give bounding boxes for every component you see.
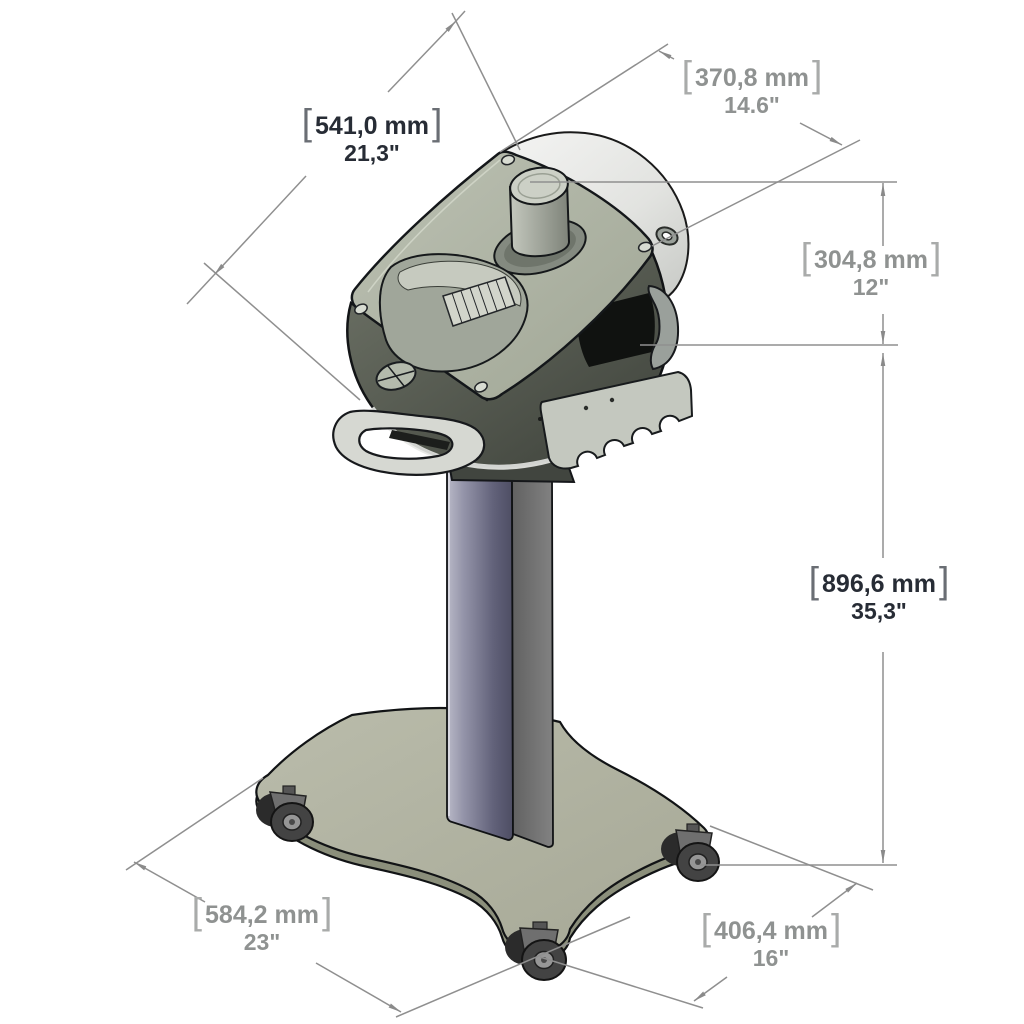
bracket-close: ] — [321, 891, 333, 932]
dim-head-height-lines — [530, 181, 898, 346]
dim-mm-value: 406,4 mm — [714, 916, 828, 945]
dim-stand-height-lines — [700, 353, 897, 866]
column-front-face — [446, 467, 514, 841]
dim-mm-value: 896,6 mm — [822, 569, 936, 598]
dim-label-device-depth: [370,8 mm] 14.6" — [681, 54, 823, 118]
bracket-open: [ — [808, 560, 820, 601]
bracket-close: ] — [930, 236, 942, 277]
bracket-open: [ — [700, 907, 712, 948]
rotary-knob — [493, 166, 587, 276]
panel-screws — [354, 154, 653, 393]
accessory-tray — [539, 370, 694, 470]
dim-inch-value: 12" — [852, 273, 890, 300]
dim-mm-value: 541,0 mm — [315, 111, 429, 140]
dim-label-base-depth: [406,4 mm] 16" — [700, 907, 842, 971]
bracket-close: ] — [811, 54, 823, 95]
display-strip — [442, 276, 516, 327]
side-bumper-frame — [647, 284, 680, 371]
dim-base-width-lines — [125, 777, 631, 1018]
dim-label-stand-height: [896,6 mm] 35,3" — [808, 560, 950, 624]
column-side-face — [511, 470, 554, 848]
dimension-lines — [125, 10, 898, 1018]
dim-inch-value: 14.6" — [724, 91, 780, 118]
dim-inch-value: 23" — [243, 928, 281, 955]
caster-left — [256, 785, 314, 842]
dim-label-base-width: [584,2 mm] 23" — [191, 891, 333, 955]
bracket-open: [ — [800, 236, 812, 277]
control-panel — [378, 253, 529, 373]
dim-mm-value: 370,8 mm — [695, 63, 809, 92]
bracket-open: [ — [301, 102, 313, 143]
dim-inch-value: 16" — [752, 944, 790, 971]
dim-mm-value: 304,8 mm — [814, 245, 928, 274]
emblem-badge — [375, 361, 417, 391]
bracket-close: ] — [431, 102, 443, 143]
bracket-close: ] — [938, 560, 950, 601]
bracket-open: [ — [681, 54, 693, 95]
dim-base-depth-lines — [539, 825, 874, 1009]
dim-label-device-diagonal: [541,0 mm] 21,3" — [301, 102, 443, 166]
dim-mm-value: 584,2 mm — [205, 900, 319, 929]
dim-device-diagonal-lines — [186, 10, 521, 401]
bracket-open: [ — [191, 891, 203, 932]
dim-label-head-height: [304,8 mm] 12" — [800, 236, 942, 300]
cart-column — [446, 467, 554, 848]
dim-device-depth-lines — [499, 43, 861, 247]
dim-inch-value: 21,3" — [344, 139, 400, 166]
caster-right — [661, 823, 720, 882]
dim-inch-value: 35,3" — [851, 597, 907, 624]
bracket-close: ] — [830, 907, 842, 948]
carry-handle — [332, 409, 486, 476]
